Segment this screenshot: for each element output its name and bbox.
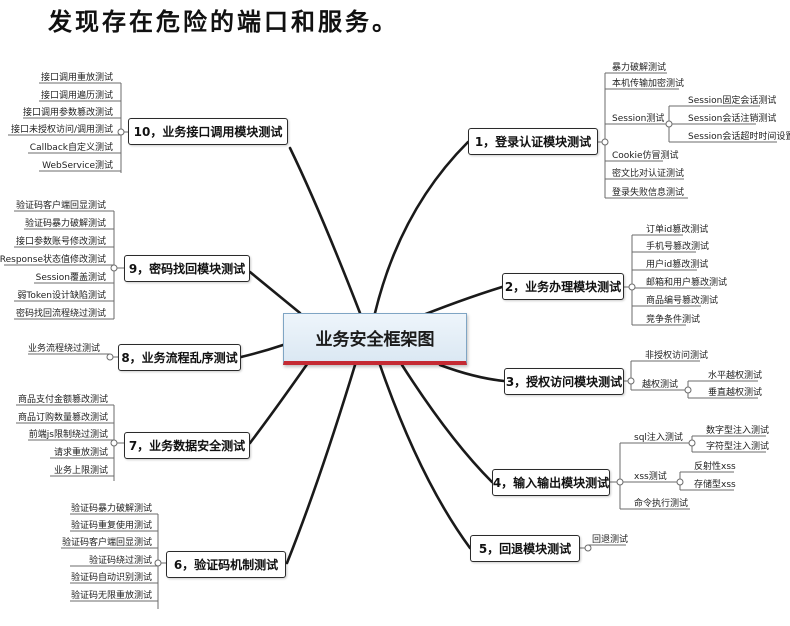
leaf-t4-sql-1: 字符型注入测试 xyxy=(706,442,770,452)
leaf-t2-4: 商品编号篡改测试 xyxy=(646,296,719,306)
page-title: 发现存在危险的端口和服务。 xyxy=(48,7,399,36)
leaf-t7-0: 商品支付金额篡改测试 xyxy=(17,395,108,405)
topic-7[interactable]: 7，业务数据安全测试 xyxy=(124,432,250,459)
branch-3 xyxy=(438,363,506,383)
topic-9[interactable]: 9，密码找回模块测试 xyxy=(124,255,250,282)
leaf-t10-0: 接口调用重放测试 xyxy=(40,73,113,83)
leaf-t10-1: 接口调用遍历测试 xyxy=(40,91,113,101)
leaf-t7-1: 商品订购数量篡改测试 xyxy=(17,413,108,423)
leaf-t2-0: 订单id篡改测试 xyxy=(646,225,709,235)
leaf-t2-5: 竞争条件测试 xyxy=(646,315,701,325)
leaf-t6-0: 验证码暴力破解测试 xyxy=(70,504,152,514)
leaf-t7-2: 前端js限制绕过测试 xyxy=(28,430,108,440)
leaf-t1-4: 密文比对认证测试 xyxy=(612,169,685,179)
leaf-t6-3: 验证码绕过测试 xyxy=(88,556,152,566)
branch-4 xyxy=(400,363,494,484)
leaf-t9-3: Response状态值修改测试 xyxy=(0,255,106,265)
leaf-t3-1: 越权测试 xyxy=(642,380,679,390)
leaf-t2-3: 邮箱和用户篡改测试 xyxy=(646,278,728,288)
leaf-t1-5: 登录失败信息测试 xyxy=(612,188,685,198)
leaf-t7-3: 请求重放测试 xyxy=(53,448,108,458)
leaf-t1-2: Session测试 xyxy=(612,114,665,124)
topic-2[interactable]: 2，业务办理模块测试 xyxy=(502,273,624,300)
branch-5 xyxy=(378,363,472,550)
leaf-t9-0: 验证码客户端回显测试 xyxy=(15,201,106,211)
branch-10 xyxy=(288,146,362,315)
leaf-t5-0: 回退测试 xyxy=(592,535,629,545)
leaf-t10-3: 接口未授权访问/调用测试 xyxy=(10,125,113,135)
leaf-t1-session-0: Session固定会话测试 xyxy=(688,96,777,106)
branch-8 xyxy=(239,343,285,359)
leaf-t4-0: sql注入测试 xyxy=(634,433,683,443)
leaf-t7-4: 业务上限测试 xyxy=(53,466,108,476)
topic-6[interactable]: 6，验证码机制测试 xyxy=(166,551,286,578)
leaf-t4-1: xss测试 xyxy=(634,472,667,482)
leaf-t6-5: 验证码无限重放测试 xyxy=(70,591,152,601)
branch-7 xyxy=(248,358,312,445)
leaf-t8-0: 业务流程绕过测试 xyxy=(27,344,100,354)
branch-1 xyxy=(373,140,470,315)
leaf-t1-session-2: Session会话超时时间设置 xyxy=(688,132,790,142)
leaf-t10-2: 接口调用参数篡改测试 xyxy=(22,108,113,118)
topic-5[interactable]: 5，回退模块测试 xyxy=(470,535,580,562)
leaf-t9-2: 接口参数账号修改测试 xyxy=(15,237,106,247)
leaf-t1-1: 本机传输加密测试 xyxy=(612,79,685,89)
leaf-t4-sql-0: 数字型注入测试 xyxy=(706,426,770,436)
leaf-t10-5: WebService测试 xyxy=(42,161,113,171)
leaf-t3-yuequan-1: 垂直越权测试 xyxy=(708,388,763,398)
leaf-t2-1: 手机号篡改测试 xyxy=(646,242,710,252)
topic-8[interactable]: 8，业务流程乱序测试 xyxy=(118,344,241,371)
center-node[interactable]: 业务安全框架图 xyxy=(283,313,467,365)
topic-4[interactable]: 4，输入输出模块测试 xyxy=(492,469,610,496)
leaf-t1-0: 暴力破解测试 xyxy=(612,63,667,73)
leaf-t9-4: Session覆盖测试 xyxy=(35,273,106,283)
leaf-t6-2: 验证码客户端回显测试 xyxy=(61,538,152,548)
leaf-t6-4: 验证码自动识别测试 xyxy=(70,573,152,583)
leaf-t4-2: 命令执行测试 xyxy=(634,499,689,509)
leaf-t9-6: 密码找回流程绕过测试 xyxy=(15,309,106,319)
leaf-t1-3: Cookie仿冒测试 xyxy=(612,151,679,161)
leaf-t9-1: 验证码暴力破解测试 xyxy=(24,219,106,229)
topic-3[interactable]: 3，授权访问模块测试 xyxy=(504,368,624,395)
leaf-t4-xss-1: 存储型xss xyxy=(694,480,736,490)
leaf-t3-yuequan-0: 水平越权测试 xyxy=(708,371,763,381)
topic-10[interactable]: 10，业务接口调用模块测试 xyxy=(128,118,288,145)
branch-6 xyxy=(285,363,357,565)
topic-1[interactable]: 1，登录认证模块测试 xyxy=(468,128,598,155)
leaf-t1-session-1: Session会话注销测试 xyxy=(688,114,777,124)
leaf-t3-0: 非授权访问测试 xyxy=(645,351,709,361)
leaf-t4-xss-0: 反射性xss xyxy=(694,462,736,472)
leaf-t9-5: 弱Token设计缺陷测试 xyxy=(17,291,106,301)
leaf-t6-1: 验证码重复使用测试 xyxy=(70,521,152,531)
leaf-t2-2: 用户id篡改测试 xyxy=(646,260,709,270)
branch-9 xyxy=(248,270,302,315)
leaf-t10-4: Callback自定义测试 xyxy=(29,143,113,153)
